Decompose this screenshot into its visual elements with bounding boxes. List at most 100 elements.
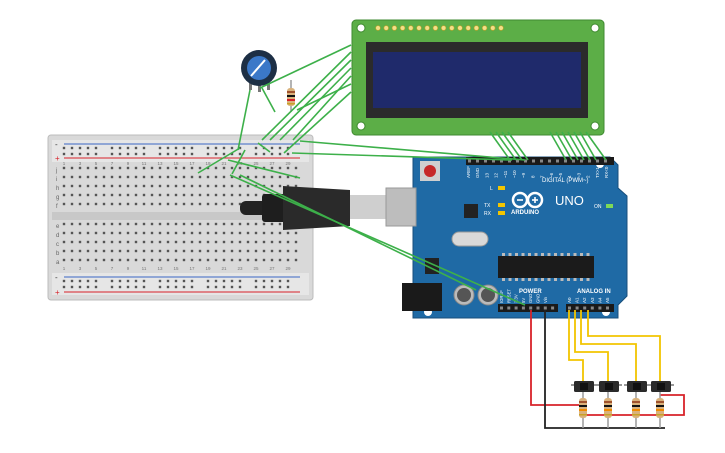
pin-label: A0 (567, 297, 572, 303)
pin-label: A3 (590, 297, 595, 303)
pushbuttons (571, 381, 674, 428)
pin-label: ~3 (576, 172, 581, 178)
pushbutton[interactable] (596, 381, 622, 392)
rail-plus-label-top: + (55, 154, 60, 163)
row-letter-f: f (56, 204, 58, 210)
breadboard-column-number: 21 (221, 161, 227, 166)
breadboard-column-number: 17 (189, 266, 195, 271)
breadboard-column-number: 27 (269, 161, 275, 166)
row-letter-h: h (56, 186, 59, 192)
lcd-wires (197, 44, 607, 306)
power-header (498, 304, 558, 312)
lcd-screen (373, 52, 581, 108)
pin-label: AREF (466, 166, 471, 178)
digital-label: DIGITAL (PWM~) (542, 178, 589, 184)
power-label: POWER (519, 289, 542, 295)
breadboard-column-number: 9 (127, 161, 130, 166)
rx-led-label: RX (484, 211, 492, 217)
breadboard: - + - + j i h g f e d c b a 113355779911… (47, 134, 314, 301)
analog-in-label: ANALOG IN (577, 289, 611, 295)
row-letter-e: e (56, 224, 60, 230)
breadboard-column-number: 15 (173, 266, 179, 271)
pin-label: A1 (575, 297, 580, 303)
breadboard-column-number: 29 (285, 266, 291, 271)
row-letter-i: i (56, 177, 57, 183)
pin-label: ~11 (503, 170, 508, 178)
breadboard-column-number: 1 (63, 161, 66, 166)
arduino-logo-icon (511, 191, 544, 209)
pin-label: ~5 (558, 172, 563, 178)
pushbutton[interactable] (571, 381, 597, 392)
pushbutton[interactable] (624, 381, 650, 392)
rail-plus-label-bottom: + (55, 288, 60, 297)
pulldown-resistor (579, 392, 587, 428)
pin-label: 3.3V (514, 294, 519, 303)
reset-button[interactable] (424, 165, 436, 177)
breadboard-column-number: 9 (127, 266, 130, 271)
pin-label: GND (475, 167, 480, 178)
pin-label: 13 (484, 172, 489, 178)
breadboard-column-number: 27 (269, 266, 275, 271)
pulldown-resistor (632, 392, 640, 428)
potentiometer (241, 50, 277, 92)
breadboard-column-number: 11 (142, 266, 147, 271)
breadboard-column-number: 17 (189, 161, 195, 166)
pin-label: 12 (494, 172, 499, 178)
pushbutton[interactable] (648, 381, 674, 392)
pin-label: 7 (540, 175, 545, 178)
rail-minus-label-top: - (55, 140, 58, 149)
row-letter-a: a (56, 260, 60, 266)
button-circuit (530, 310, 685, 429)
breadboard-column-number: 23 (237, 266, 243, 271)
breadboard-column-number: 7 (111, 161, 114, 166)
uno-logo-text: UNO (555, 193, 584, 208)
pin-label: RX<0 (604, 166, 609, 178)
pin-label: Vin (543, 296, 548, 303)
atmega-chip (498, 256, 594, 278)
power-jack (402, 283, 442, 311)
breadboard-column-number: 19 (205, 266, 211, 271)
row-letter-j: j (55, 168, 57, 174)
pin-label: 4 (567, 175, 572, 178)
l-led-label: L (490, 186, 493, 192)
rx-led (498, 211, 505, 215)
pin-label: ~10 (512, 170, 517, 178)
breadboard-column-number: 21 (221, 266, 227, 271)
on-led (606, 204, 613, 208)
breadboard-column-number: 5 (95, 161, 98, 166)
breadboard-column-numbers: 1133557799111113131515171719192121232325… (63, 161, 291, 271)
lcd-display (351, 19, 605, 136)
row-letter-b: b (56, 251, 60, 257)
pin-label: GND (536, 294, 541, 303)
pin-label: 2 (586, 175, 591, 178)
row-letter-d: d (56, 233, 59, 239)
tx-led (498, 203, 505, 207)
tx-led-label: TX (484, 203, 491, 209)
potentiometer-knob-indicator (250, 59, 266, 77)
pin-label: ~9 (521, 172, 526, 178)
pin-label: 5V (521, 298, 526, 303)
breadboard-column-number: 19 (205, 161, 211, 166)
breadboard-column-number: 25 (253, 266, 259, 271)
breadboard-column-number: 25 (253, 161, 259, 166)
breadboard-column-number: 29 (285, 161, 291, 166)
breadboard-column-number: 7 (111, 266, 114, 271)
breadboard-column-number: 5 (95, 266, 98, 271)
breadboard-column-number: 3 (79, 161, 82, 166)
pin-label: RESET (506, 289, 511, 303)
row-letter-c: c (56, 242, 59, 248)
pulldown-resistor (656, 392, 664, 428)
arduino-brand-text: ARDUINO (511, 210, 539, 216)
arduino-uno-board: L TX RX ON UNO ARDUINO AREF GND 13 12 ~11 ~10… (385, 156, 628, 319)
lcd-pin-header (375, 25, 504, 31)
pulldown-resistor (604, 392, 612, 428)
lcd-backlight-resistor (287, 80, 295, 112)
analog-header (566, 304, 614, 312)
pin-label: IOREF (499, 290, 504, 303)
on-led-label: ON (594, 204, 602, 210)
pin-label: A4 (597, 297, 602, 303)
